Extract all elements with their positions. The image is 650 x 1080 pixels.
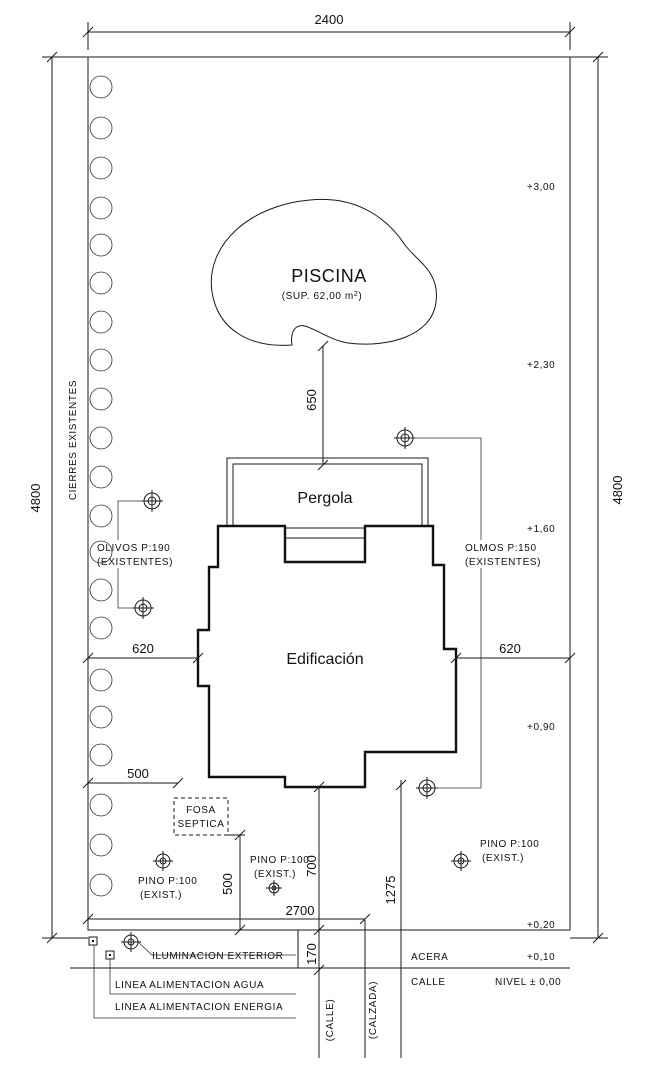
dim-sidewalk: 170 <box>304 943 319 965</box>
elm-leader-top <box>413 437 482 540</box>
dimension-street-offset: 1275 (CALZADA) <box>364 779 407 1058</box>
building-label: Edificación <box>286 651 363 668</box>
dim-front-setback: 2700 <box>286 903 315 918</box>
pine-mid-note: (EXIST.) <box>254 869 296 880</box>
dimension-septic: 500 500 <box>82 766 246 936</box>
sidewalk-label: ACERA <box>411 952 448 963</box>
street-vertical-label: (CALLE) <box>325 999 336 1042</box>
fence-hedge <box>89 75 113 897</box>
elm-title: OLMOS P:150 <box>465 543 537 554</box>
dimension-pool-building: 650 <box>304 340 329 471</box>
septic-label-line1: FOSA <box>186 805 216 816</box>
lighting-label: ILUMINACION EXTERIOR <box>152 951 283 962</box>
street-label: CALLE <box>411 977 446 988</box>
dim-house-street: 700 <box>304 855 319 877</box>
pool-area: (SUP. 62,00 m2) <box>282 291 363 303</box>
olive-title: OLIVOS P:190 <box>97 543 170 554</box>
dimension-house-street: 700 170 (CALLE) <box>304 781 336 1058</box>
dim-street-offset: 1275 <box>383 876 398 905</box>
olive-note: (EXISTENTES) <box>97 557 173 568</box>
septic-tank <box>173 797 229 836</box>
pine-left-note: (EXIST.) <box>140 890 182 901</box>
dimension-front: 2700 <box>82 903 371 925</box>
level-markers: +3,00 +2,30 +1,60 +0,90 +0,20 +0,10 NIVE… <box>495 182 561 988</box>
utility-box-icon <box>88 936 115 960</box>
building-outline <box>196 524 458 789</box>
septic-label-line2: SEPTICA <box>178 819 225 830</box>
level-010: +0,10 <box>527 952 555 963</box>
level-090: +0,90 <box>527 722 555 733</box>
olive-leader-bottom <box>117 568 135 609</box>
street-edges <box>70 929 570 969</box>
lighting-leader <box>137 941 296 956</box>
level-160: +1,60 <box>527 524 555 535</box>
water-label: LINEA ALIMENTACION AGUA <box>115 980 264 991</box>
level-230: +2,30 <box>527 360 555 371</box>
dim-septic-street: 500 <box>220 873 235 895</box>
pine-mid-title: PINO P:100 <box>250 855 309 866</box>
pine-right-note: (EXIST.) <box>482 853 524 864</box>
dim-septic-offset: 500 <box>127 766 149 781</box>
pine-left-title: PINO P:100 <box>138 876 197 887</box>
elm-note: (EXISTENTES) <box>465 557 541 568</box>
olive-leader-top <box>117 500 144 540</box>
roadway-vertical-label: (CALZADA) <box>368 981 379 1039</box>
level-000: NIVEL ± 0,00 <box>495 977 561 988</box>
dimension-top: 2400 <box>82 12 576 50</box>
dim-width-total: 2400 <box>315 12 344 27</box>
water-leader <box>109 959 296 995</box>
dimension-left: 4800 <box>28 51 88 944</box>
dimension-right: 4800 <box>570 51 625 944</box>
tree-symbol-icon <box>132 427 471 896</box>
dim-height-right: 4800 <box>610 476 625 505</box>
elm-leader-bottom <box>435 568 482 789</box>
power-leader <box>93 945 296 1019</box>
dimension-setbacks: 620 620 <box>82 641 576 664</box>
pool-name: PISCINA <box>291 266 367 286</box>
dim-pool-building: 650 <box>304 389 319 411</box>
dim-setback-left: 620 <box>132 641 154 656</box>
pergola-label: Pergola <box>297 490 352 507</box>
pine-right-title: PINO P:100 <box>480 839 539 850</box>
level-020: +0,20 <box>527 920 555 931</box>
level-300: +3,00 <box>527 182 555 193</box>
dim-setback-right: 620 <box>499 641 521 656</box>
power-label: LINEA ALIMENTACION ENERGIA <box>115 1002 283 1013</box>
dim-height-left: 4800 <box>28 484 43 513</box>
fence-label: CIERRES EXISTENTES <box>68 380 79 500</box>
pool-outline <box>210 198 437 346</box>
